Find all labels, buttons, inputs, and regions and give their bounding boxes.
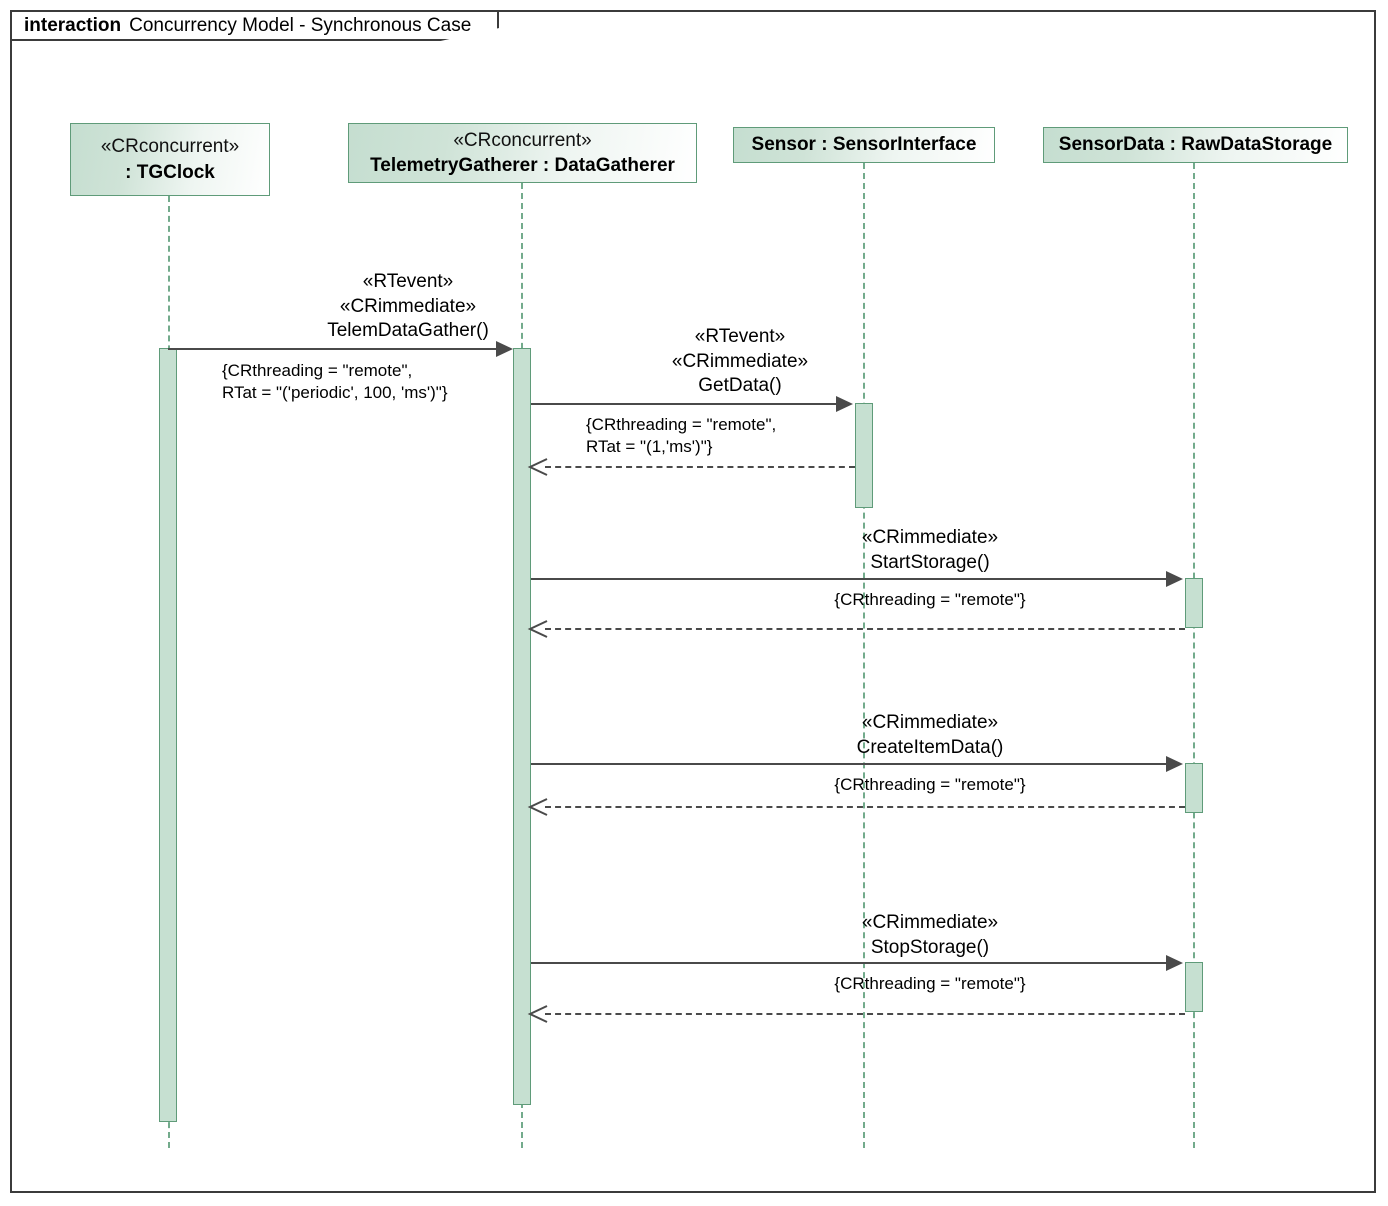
lifeline-name-tgclock: : TGClock: [125, 161, 215, 183]
frame-title-tab: interaction Concurrency Model - Synchron…: [10, 10, 500, 41]
constraint-line-2: RTat = "('periodic', 100, 'ms')"}: [222, 383, 448, 403]
message-operation-startstorage: StartStorage(): [870, 551, 990, 573]
constraint-line-1: {CRthreading = "remote"}: [834, 974, 1026, 993]
message-operation-getdata: GetData(): [698, 375, 782, 397]
lifeline-name-storage: SensorData : RawDataStorage: [1058, 134, 1333, 156]
message-operation-stopstorage: StopStorage(): [870, 936, 990, 958]
message-line-getdata[interactable]: [531, 403, 837, 405]
message-line-stopstorage-return[interactable]: [545, 1013, 1185, 1015]
constraint-line-1: {CRthreading = "remote"}: [834, 590, 1026, 609]
message-constraint-startstorage: {CRthreading = "remote"}: [700, 589, 1160, 611]
message-operation-telemdatagather: TelemDataGather(): [327, 320, 489, 342]
message-line-getdata-return[interactable]: [545, 466, 855, 468]
message-arrowhead-getdata: [836, 396, 853, 412]
message-line-telemdatagather[interactable]: [168, 348, 498, 350]
lifeline-head-sensor[interactable]: Sensor : SensorInterface: [733, 127, 1000, 168]
message-arrowhead-stopstorage-return: [527, 1004, 548, 1023]
message-label-createitemdata: «CRimmediate» CreateItemData(): [700, 711, 1160, 760]
activation-gatherer: [513, 348, 531, 1105]
constraint-line-1: {CRthreading = "remote",: [222, 361, 413, 380]
lifeline-name-gatherer: TelemetryGatherer : DataGatherer: [370, 155, 675, 176]
lifeline-name-sensor: Sensor : SensorInterface: [751, 134, 977, 156]
message-label-startstorage: «CRimmediate» StartStorage(): [700, 526, 1160, 575]
activation-tgclock: [159, 348, 177, 1122]
message-stereotype-crimmediate-5: «CRimmediate»: [861, 912, 999, 933]
message-arrowhead-telemdatagather: [496, 341, 513, 357]
message-stereotype-crimmediate-3: «CRimmediate»: [861, 527, 999, 548]
message-constraint-stopstorage: {CRthreading = "remote"}: [700, 973, 1160, 995]
message-stereotype-rtevent-1: «RTevent»: [362, 271, 454, 292]
message-stereotype-crimmediate-2: «CRimmediate»: [671, 350, 809, 372]
message-line-startstorage[interactable]: [531, 578, 1167, 580]
message-arrowhead-createitemdata-return: [527, 797, 548, 816]
frame-keyword: interaction: [24, 14, 122, 36]
constraint-line-2: RTat = "(1,'ms')"}: [586, 437, 713, 457]
message-stereotype-rtevent-2: «RTevent»: [694, 326, 786, 347]
message-line-createitemdata-return[interactable]: [545, 806, 1185, 808]
message-line-stopstorage[interactable]: [531, 962, 1167, 964]
lifeline-head-tgclock[interactable]: «CRconcurrent» : TGClock: [70, 123, 275, 201]
lifeline-stereotype-tgclock: «CRconcurrent»: [100, 136, 240, 158]
message-stereotype-crimmediate-4: «CRimmediate»: [861, 712, 999, 733]
message-arrowhead-stopstorage: [1166, 955, 1183, 971]
lifeline-sensor: [863, 163, 865, 1148]
message-constraint-telemdatagather: {CRthreading = "remote", RTat = "('perio…: [222, 360, 448, 404]
message-label-stopstorage: «CRimmediate» StopStorage(): [700, 911, 1160, 960]
message-line-startstorage-return[interactable]: [545, 628, 1185, 630]
lifeline-storage: [1193, 163, 1195, 1148]
message-label-telemdatagather: «RTevent» «CRimmediate» TelemDataGather(…: [178, 270, 638, 344]
message-constraint-getdata: {CRthreading = "remote", RTat = "(1,'ms'…: [586, 414, 776, 458]
lifeline-head-gatherer[interactable]: «CRconcurrent» TelemetryGatherer : DataG…: [348, 123, 702, 188]
lifeline-stereotype-gatherer: «CRconcurrent»: [453, 129, 592, 151]
message-arrowhead-createitemdata: [1166, 756, 1183, 772]
message-arrowhead-startstorage: [1166, 571, 1183, 587]
activation-storage-stop: [1185, 962, 1203, 1012]
message-stereotype-crimmediate-1: «CRimmediate»: [339, 295, 477, 317]
activation-storage-create: [1185, 763, 1203, 813]
interaction-frame: [10, 10, 1376, 1193]
message-label-getdata: «RTevent» «CRimmediate» GetData(): [530, 325, 950, 399]
message-line-createitemdata[interactable]: [531, 763, 1167, 765]
constraint-line-1: {CRthreading = "remote",: [586, 415, 777, 434]
message-operation-createitemdata: CreateItemData(): [856, 736, 1004, 758]
frame-title: Concurrency Model - Synchronous Case: [129, 14, 472, 36]
message-arrowhead-getdata-return: [527, 457, 548, 476]
lifeline-head-storage[interactable]: SensorData : RawDataStorage: [1043, 127, 1353, 168]
activation-sensor: [855, 403, 873, 508]
constraint-line-1: {CRthreading = "remote"}: [834, 775, 1026, 794]
activation-storage-start: [1185, 578, 1203, 628]
message-constraint-createitemdata: {CRthreading = "remote"}: [700, 774, 1160, 796]
message-arrowhead-startstorage-return: [527, 619, 548, 638]
